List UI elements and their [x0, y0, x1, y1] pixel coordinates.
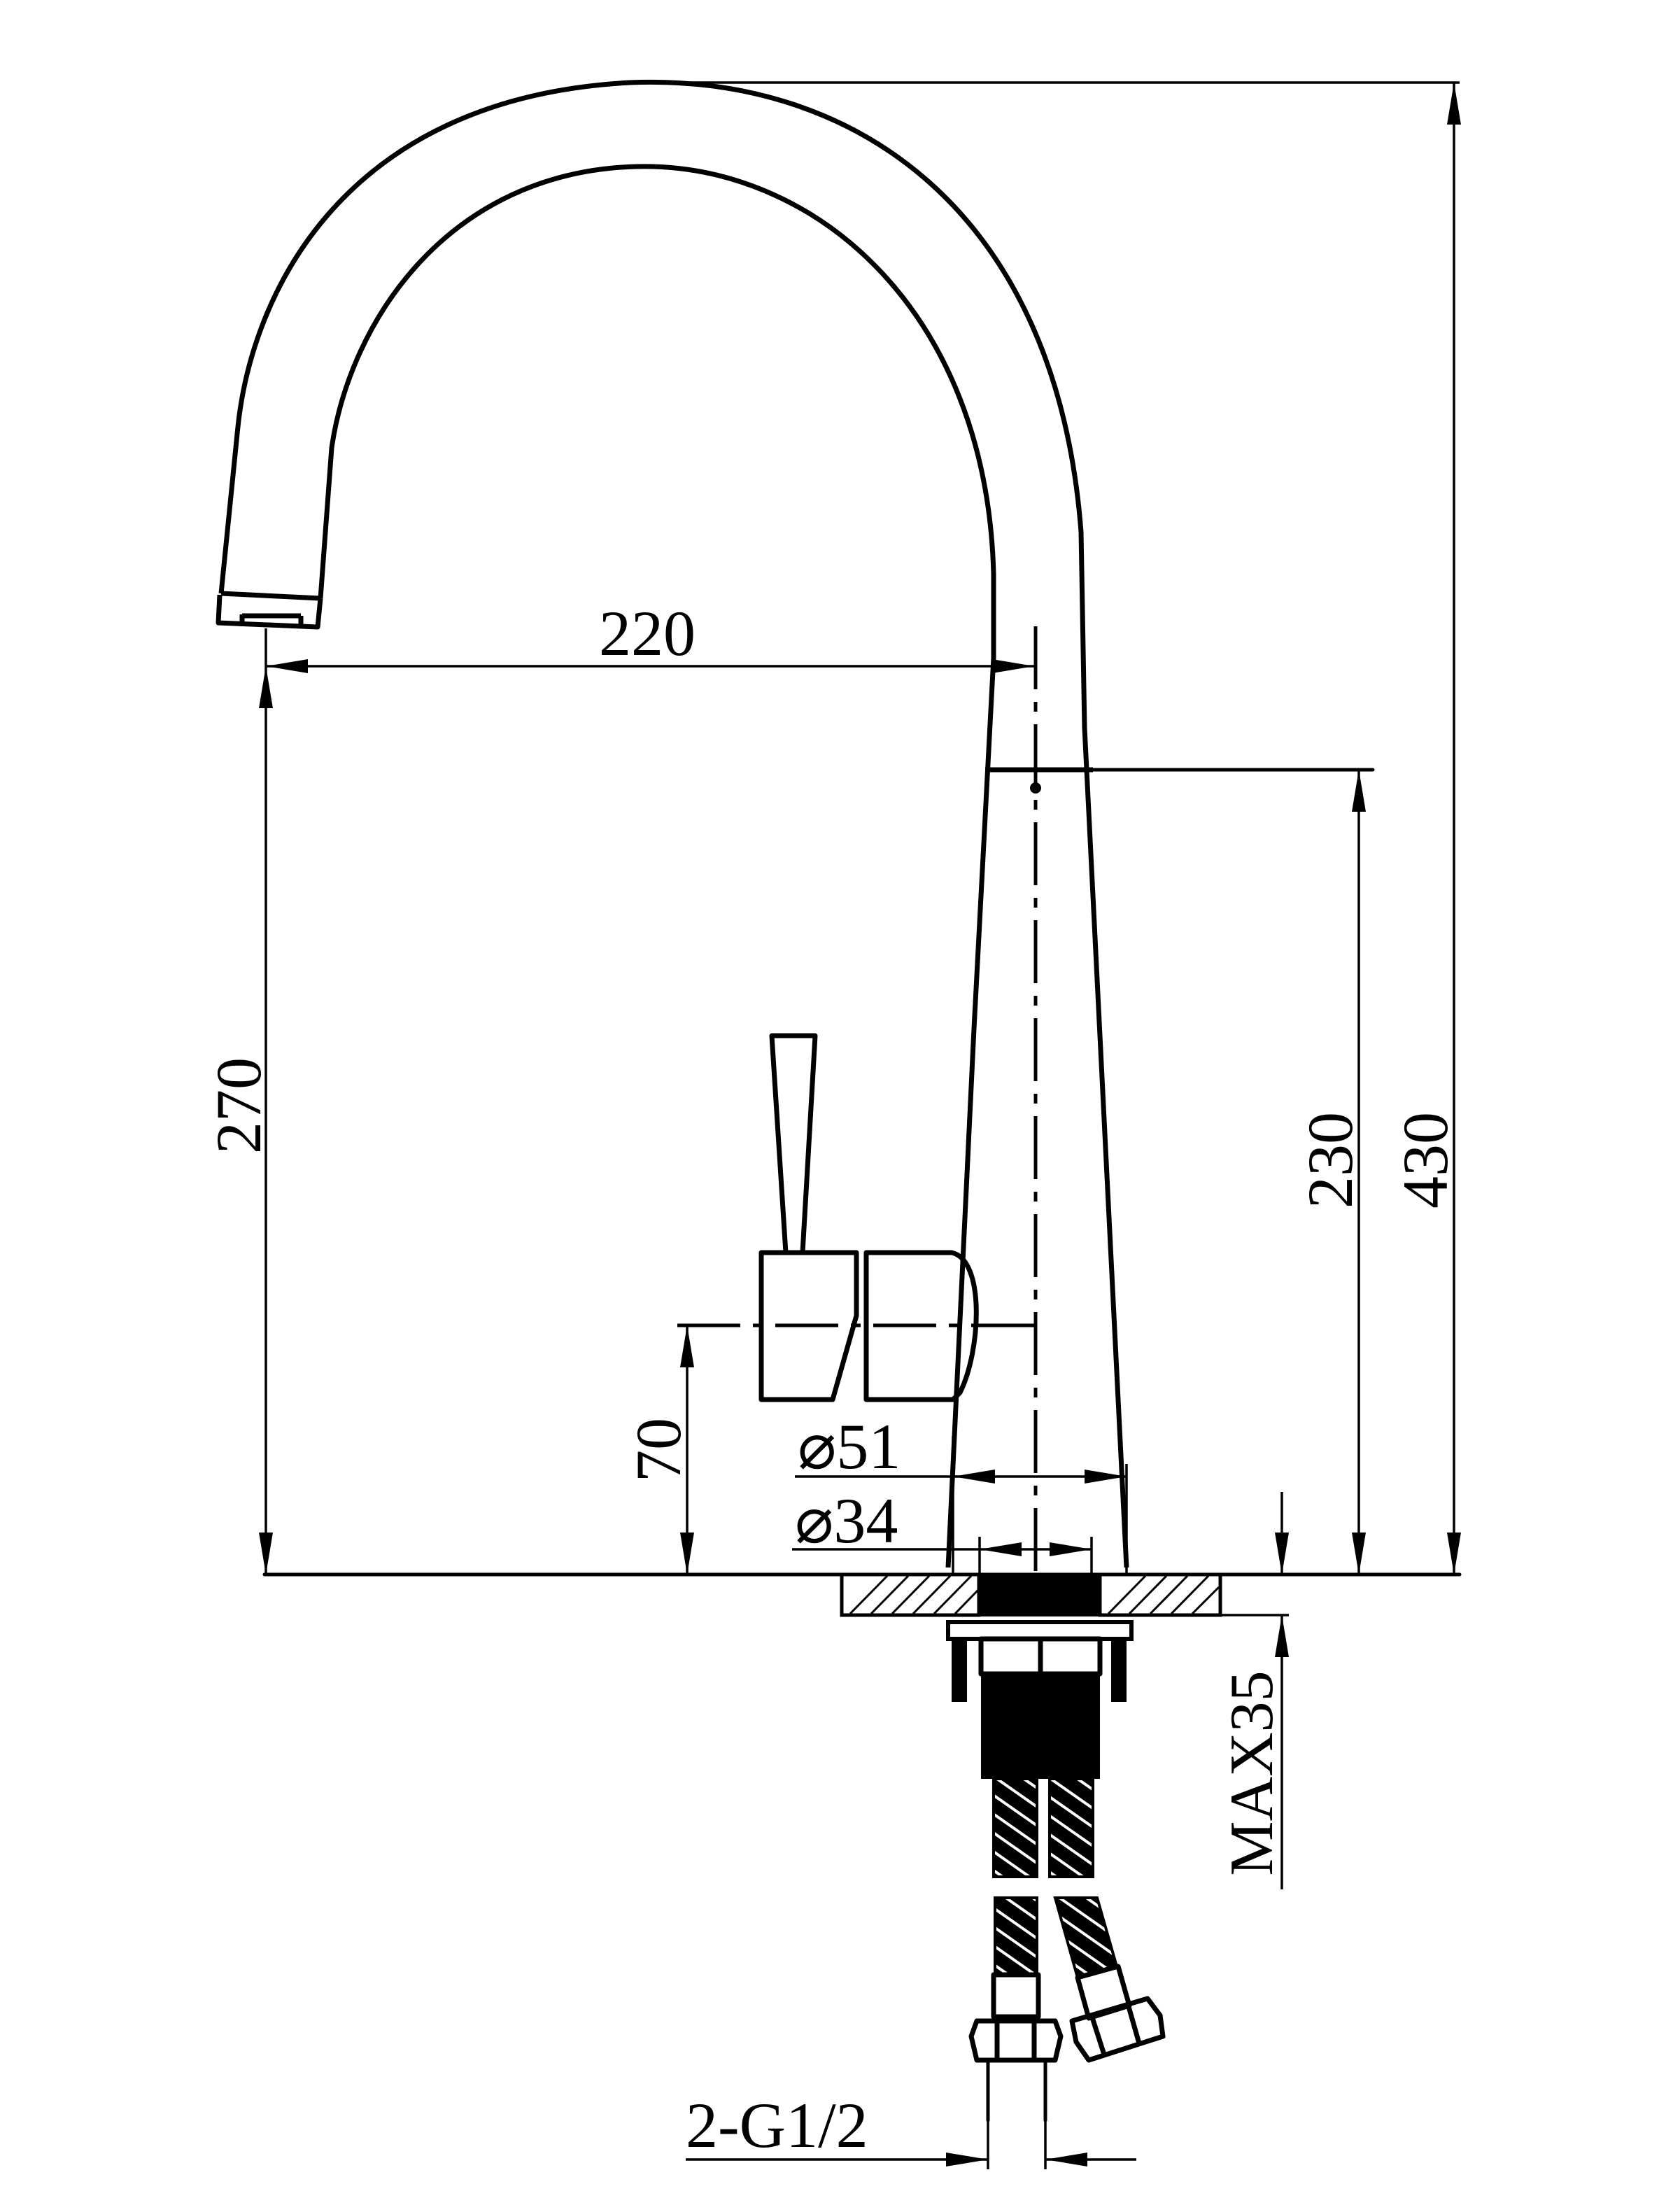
spout-tip: [216, 591, 323, 630]
thread-stub: [986, 2058, 1047, 2122]
max-thickness-label: MAX35: [1218, 1670, 1286, 1875]
inner-diameter-label: ⌀34: [795, 1485, 898, 1556]
cartridge-housing: [863, 1250, 979, 1402]
lever-arm: [769, 1033, 818, 1255]
spout-outer-edge: [218, 79, 1129, 1568]
spout-height-label: 270: [203, 1057, 274, 1154]
center-dot: [1030, 782, 1041, 794]
dimension-total-height: 430: [630, 81, 1461, 1575]
clamp-plate: [946, 1620, 1134, 1641]
total-height-label: 430: [1390, 1112, 1461, 1209]
hose-right-lower: [1053, 1896, 1119, 1980]
worktop: [262, 1572, 1462, 1779]
mixer-handle: [677, 1033, 1036, 1402]
countertop-hatching: [849, 1575, 1220, 1615]
countertop-right-section: [1098, 1572, 1222, 1617]
hose-right-upper: [1048, 1777, 1094, 1878]
dimension-inner-diameter: ⌀34: [792, 1485, 1093, 1575]
spout-reach-label: 220: [599, 598, 696, 669]
left-hex-nut: [968, 2018, 1064, 2063]
lever-base-block: [758, 1250, 859, 1402]
handle-height-label: 70: [623, 1418, 694, 1482]
right-stud: [1111, 1639, 1127, 1702]
dimension-base-diameter: ⌀51: [795, 1411, 1128, 1575]
mounting-shank: [979, 1575, 1100, 1616]
left-stud: [952, 1639, 967, 1702]
left-ferrule: [991, 1972, 1041, 2020]
dimension-spout-height: 270: [203, 666, 274, 1575]
shank-nut: [978, 1636, 1103, 1677]
body-height-label: 230: [1294, 1112, 1366, 1209]
supply-hoses: [968, 1777, 1166, 2122]
base-diameter-label: ⌀51: [798, 1411, 901, 1482]
dimension-body-height: 230: [1294, 770, 1366, 1575]
spout-inner-edge: [318, 164, 996, 1568]
dimension-connection-thread: 2-G1/2: [686, 2090, 1136, 2169]
dimension-spout-reach: 220: [264, 598, 1034, 1575]
faucet-outline: [216, 79, 1375, 1568]
hose-left-lower: [994, 1896, 1038, 1976]
connection-thread-label: 2-G1/2: [686, 2090, 868, 2161]
threaded-tube: [981, 1674, 1100, 1779]
hose-left-upper: [992, 1777, 1038, 1878]
right-hex-nut: [1069, 1996, 1166, 2063]
dimension-handle-height: 70: [623, 1325, 694, 1575]
dimension-max-thickness: MAX35: [1218, 1492, 1289, 1889]
